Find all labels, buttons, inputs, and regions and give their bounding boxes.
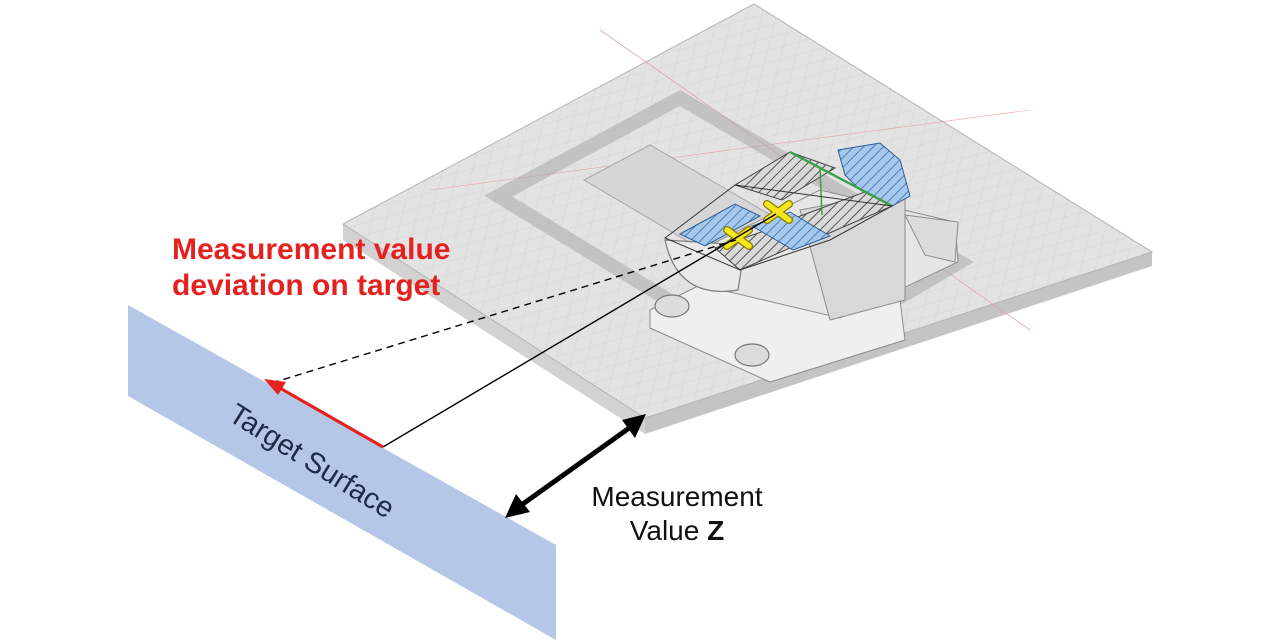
beam-line-actual (382, 213, 777, 448)
measurement-value-label: Measurement Value Z (572, 480, 782, 548)
mounting-boss-left (654, 294, 690, 318)
measurement-label-line2: Value Z (572, 514, 782, 548)
deviation-label: Measurement value deviation on target (172, 232, 450, 304)
deviation-label-line1: Measurement value (172, 233, 451, 266)
measurement-label-prefix: Value (629, 515, 708, 546)
measurement-variable-z: Z (707, 515, 725, 546)
beam-line-deviated (271, 239, 737, 384)
deviation-label-line2: deviation on target (172, 269, 441, 302)
sensor-assembly (649, 142, 959, 383)
measurement-label-line1: Measurement (591, 481, 763, 512)
mounting-boss-right (734, 343, 770, 367)
deviation-arrow (264, 379, 384, 449)
target-surface (128, 305, 556, 640)
measurement-arrow (505, 414, 646, 518)
